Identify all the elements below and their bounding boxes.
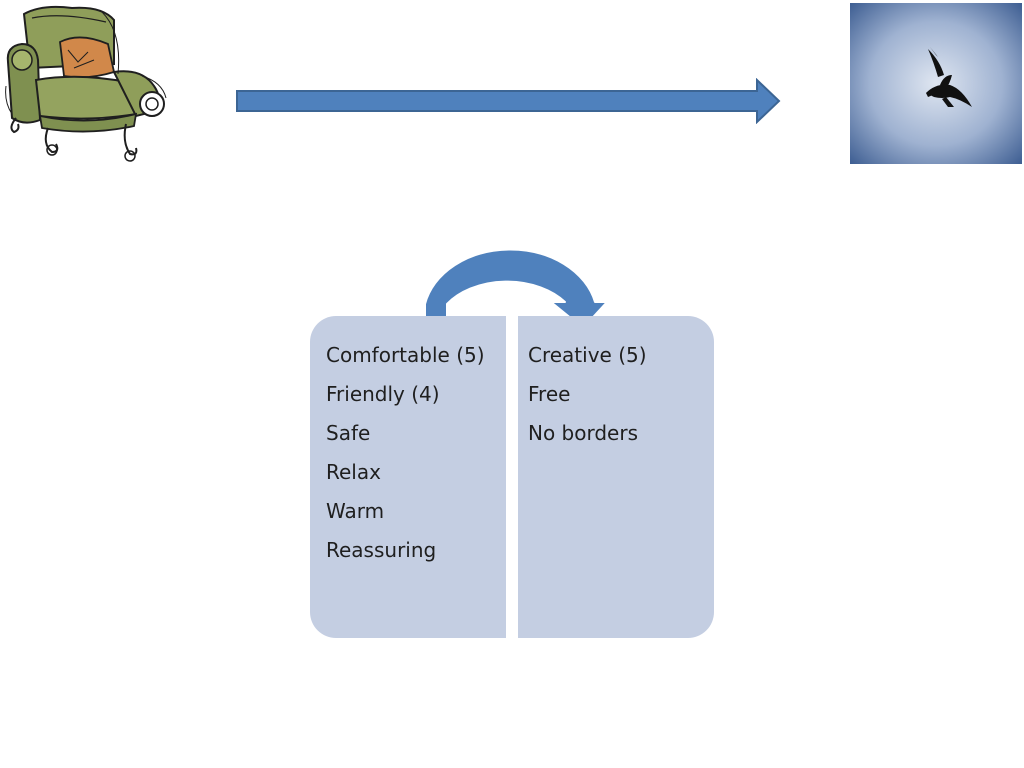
- list-item: Safe: [326, 421, 371, 445]
- list-item: Friendly (4): [326, 382, 440, 406]
- list-item: Relax: [326, 460, 381, 484]
- list-item: Free: [528, 382, 571, 406]
- bird-icon: [926, 45, 972, 107]
- list-item: Reassuring: [326, 538, 437, 562]
- list-item: Warm: [326, 499, 385, 523]
- list-item: Comfortable (5): [326, 343, 485, 367]
- armchair-image: [2, 2, 168, 164]
- right-arrow-icon: [236, 78, 781, 124]
- right-attributes-panel: Creative (5) Free No borders: [518, 316, 714, 638]
- left-attributes-panel: Comfortable (5) Friendly (4) Safe Relax …: [310, 316, 506, 638]
- left-attributes-list: Comfortable (5) Friendly (4) Safe Relax …: [310, 316, 506, 570]
- list-item: No borders: [528, 421, 638, 445]
- bird-sky-image: [850, 3, 1022, 164]
- right-attributes-list: Creative (5) Free No borders: [518, 316, 714, 453]
- curved-arrow-icon: [424, 248, 608, 329]
- list-item: Creative (5): [528, 343, 647, 367]
